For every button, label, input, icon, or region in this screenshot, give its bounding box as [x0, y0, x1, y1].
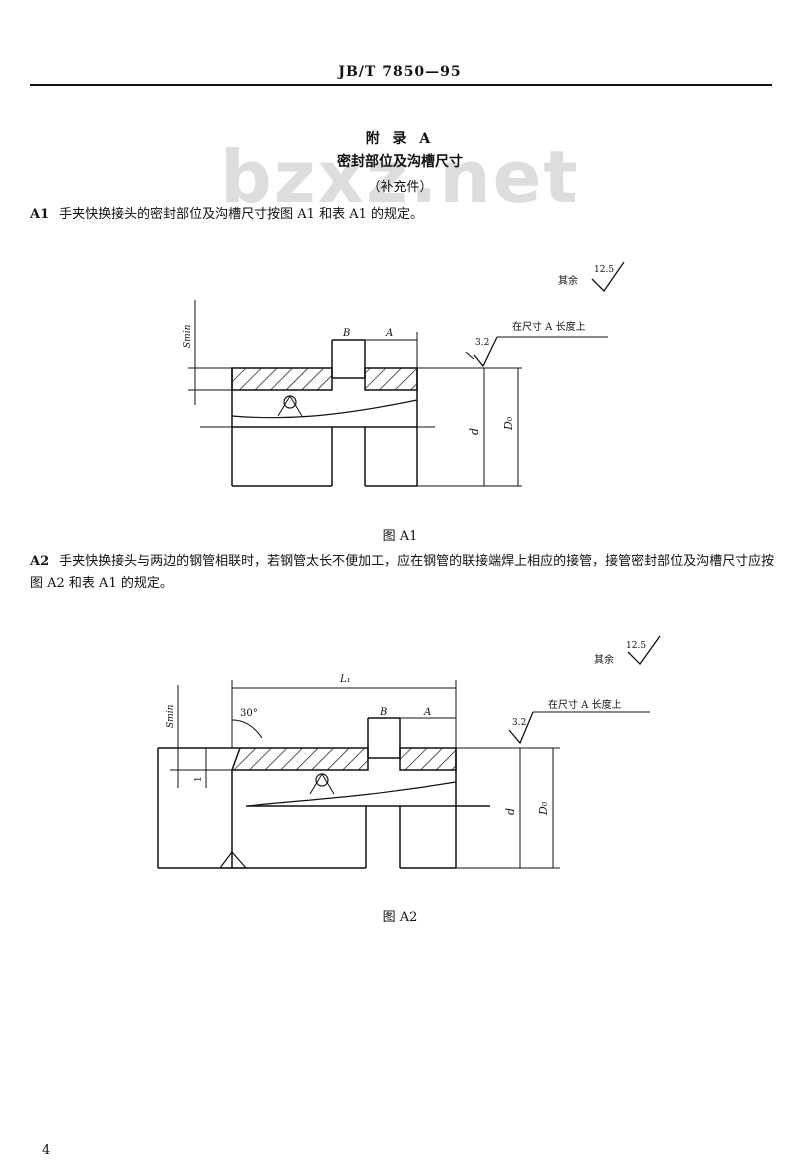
standard-number: JB/T 7850—95 — [338, 64, 462, 80]
part-section-a2 — [157, 717, 490, 869]
appendix-title: 附 录 A — [365, 131, 435, 147]
roughness-value-rest: 12.5 — [626, 641, 646, 651]
figure-a2-caption: 图 A2 — [382, 910, 418, 925]
roughness-symbol-rest: 其余 12.5 — [558, 261, 625, 293]
dim-l1: L₁ — [339, 674, 351, 685]
figure-a1-caption: 图 A1 — [382, 529, 418, 544]
appendix-subtitle: 密封部位及沟槽尺寸 — [337, 154, 463, 170]
roughness-symbol-a: 3.2 在尺寸 A 长度上 — [465, 320, 608, 368]
figure-a1: 其余 12.5 3.2 在尺寸 A 长度上 Smin B A — [183, 261, 625, 487]
dim-d: d — [504, 808, 517, 815]
roughness-symbol-a: 3.2 在尺寸 A 长度上 — [508, 698, 650, 745]
header-rule — [30, 84, 772, 86]
dim-smin: Smin — [166, 704, 176, 728]
dim-d0: D₀ — [502, 416, 515, 431]
paragraph-a1: A1 手夹快换接头的密封部位及沟槽尺寸按图 A1 和表 A1 的规定。 — [30, 204, 775, 226]
dim-smin: Smin — [183, 324, 193, 348]
dim-b: B — [342, 328, 350, 339]
section-text: 手夹快换接头的密封部位及沟槽尺寸按图 A1 和表 A1 的规定。 — [59, 207, 423, 222]
roughness-value-rest: 12.5 — [594, 265, 614, 275]
section-id: A1 — [30, 207, 50, 222]
section-id: A2 — [30, 554, 50, 569]
dim-d: d — [468, 428, 481, 435]
watermark: bzxz.net — [220, 135, 580, 219]
angle-30: 30° — [240, 708, 258, 719]
page-number: 4 — [42, 1143, 51, 1158]
roughness-symbol-rest: 其余 12.5 — [594, 635, 661, 666]
appendix-type: （补充件） — [367, 180, 433, 195]
section-text: 手夹快换接头与两边的钢管相联时，若钢管太长不便加工，应在钢管的联接端焊上相应的接… — [30, 554, 775, 591]
note-length-a: 在尺寸 A 长度上 — [548, 698, 622, 711]
remaining-label: 其余 — [594, 653, 614, 666]
dim-a: A — [423, 707, 431, 718]
remaining-label: 其余 — [558, 274, 578, 287]
dim-d0: D₀ — [537, 801, 550, 816]
figure-a2: 其余 12.5 3.2 在尺寸 A 长度上 L₁ 30° Smin 1 — [157, 635, 661, 869]
roughness-value-a: 3.2 — [475, 338, 489, 348]
dim-a: A — [385, 328, 393, 339]
dim-1: 1 — [194, 776, 204, 782]
part-section-a1 — [231, 339, 418, 487]
dim-b: B — [379, 707, 387, 718]
note-length-a: 在尺寸 A 长度上 — [512, 320, 586, 333]
roughness-value-a: 3.2 — [512, 718, 526, 728]
